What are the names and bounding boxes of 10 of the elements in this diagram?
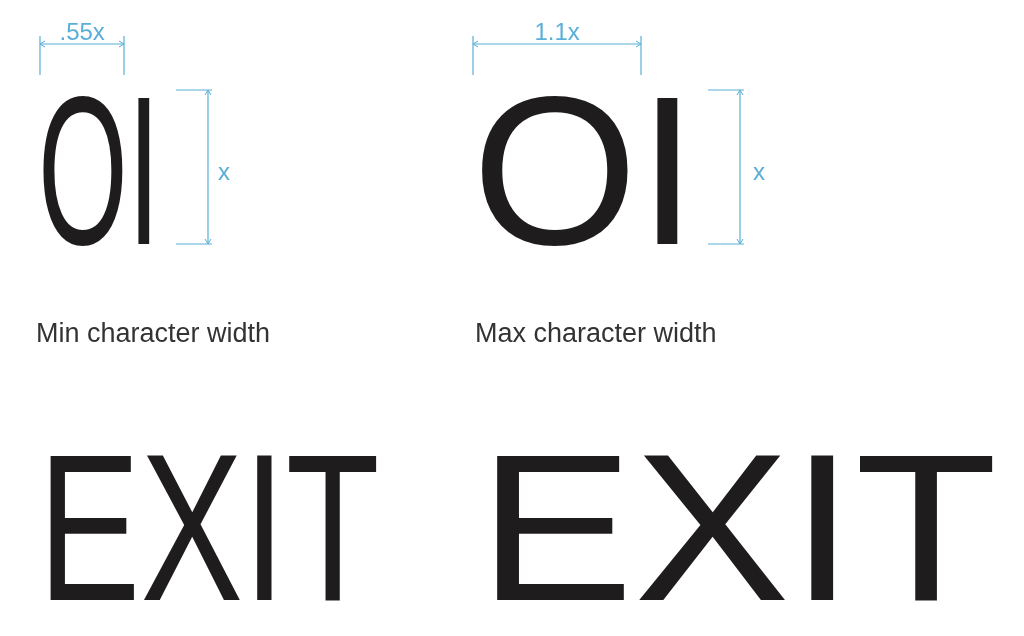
dimension-label: 1.1x <box>534 19 580 44</box>
dimension-label: x <box>218 159 230 184</box>
caption-text: Max character width <box>475 320 717 348</box>
dimension-label: x <box>753 159 765 184</box>
sample-glyphs: OI <box>472 64 697 277</box>
caption-text: Min character width <box>36 320 271 348</box>
sample-word: EXIT <box>478 423 998 633</box>
sample-glyphs: OI <box>38 64 160 277</box>
sample-word: EXIT <box>38 423 380 633</box>
dimension-label: .55x <box>59 19 105 44</box>
